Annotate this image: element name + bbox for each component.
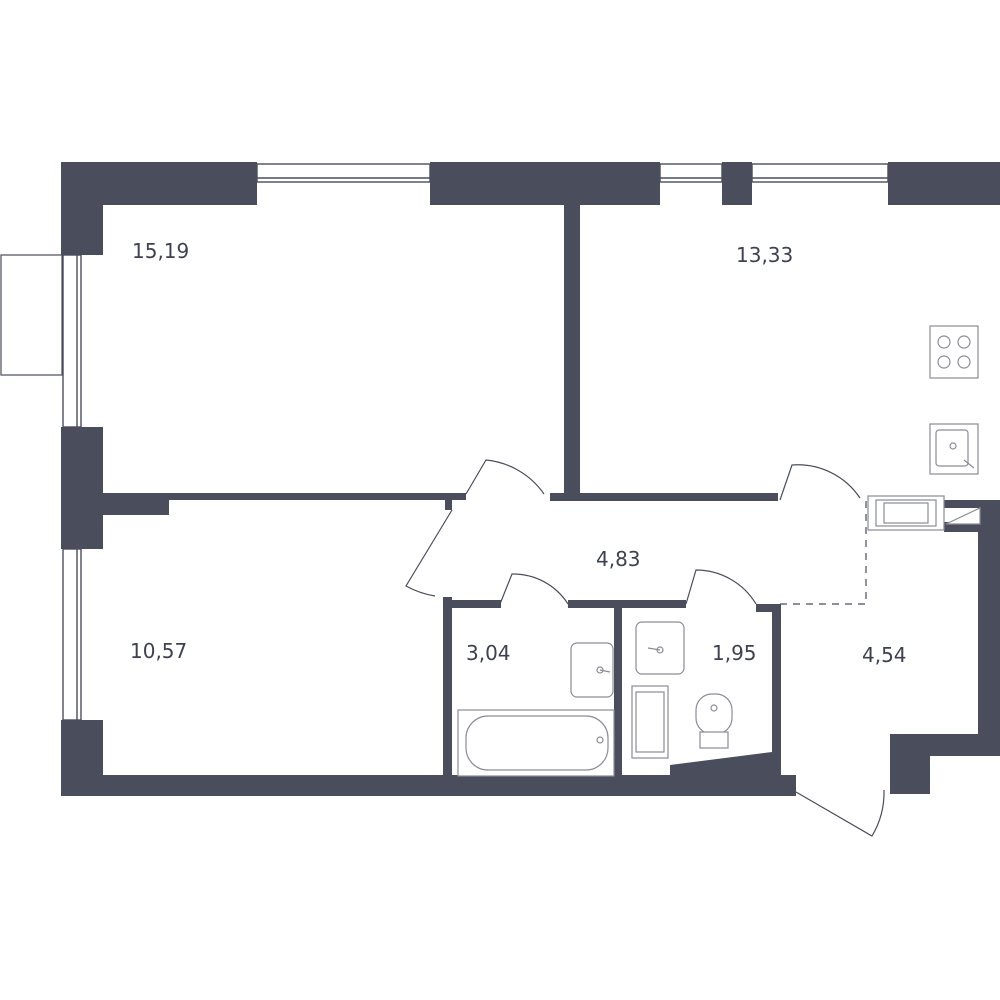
washbasin-icon-wc [635, 621, 685, 675]
wall-wc-top [756, 604, 781, 612]
kitchen-sink-icon [929, 423, 979, 475]
wall-bath-left [443, 597, 452, 777]
wall-left-top [61, 162, 103, 255]
wall-kitchen-bottom [550, 493, 778, 501]
wall-bath-top [443, 600, 501, 608]
area-labels: 15,19 13,33 4,83 10,57 3,04 1,95 4,54 [130, 239, 907, 667]
walls [61, 162, 1000, 796]
stove-icon [929, 325, 979, 379]
window-left-bottom [62, 548, 82, 721]
wall-bedroom-divider-thick [103, 493, 169, 515]
wall-hall-right [944, 522, 1000, 532]
wall-bath-top-2 [568, 600, 686, 608]
wall-top-right [888, 162, 1000, 205]
wall-right-corner [908, 734, 1000, 756]
washing-machine-icon [867, 495, 945, 531]
wall-wc-shaft [670, 752, 772, 776]
wall-bedroom-divider [103, 493, 466, 500]
windows [62, 163, 889, 721]
door-bedroom-2 [405, 509, 453, 597]
room-area-label-5: 3,04 [466, 641, 511, 665]
room-area-label-4: 10,57 [130, 639, 187, 663]
door-bath [499, 573, 569, 605]
room-area-label-3: 4,83 [596, 547, 641, 571]
washbasin-icon [570, 642, 614, 698]
room-area-label-1: 15,19 [132, 239, 189, 263]
fridge-icon [945, 507, 981, 525]
room-area-label-7: 4,54 [862, 643, 907, 667]
fixtures [457, 325, 981, 777]
wall-right [978, 500, 1000, 756]
wall-bottom [61, 775, 796, 796]
zone-boundary [780, 498, 867, 605]
door-kitchen [779, 464, 861, 501]
window-left-top [62, 254, 82, 428]
wall-wc-right [772, 604, 781, 776]
washing-machine-icon-2 [631, 685, 669, 759]
door-wc [685, 569, 757, 605]
window-top-left [256, 163, 431, 183]
wall-top-mid [430, 162, 660, 205]
wall-center-vertical [564, 205, 580, 501]
wall-right-step [890, 734, 930, 794]
door-entrance [795, 789, 885, 837]
balcony [0, 254, 63, 376]
window-top-mid [659, 163, 723, 183]
room-area-label-6: 1,95 [712, 641, 757, 665]
room-area-label-2: 13,33 [736, 243, 793, 267]
window-top-right [751, 163, 889, 183]
doors [405, 459, 885, 837]
door-bedroom-1 [465, 459, 545, 495]
toilet-icon [695, 693, 733, 749]
wall-kitchen-right-stub [944, 500, 1000, 508]
wall-left-mid [61, 427, 103, 549]
wall-bedroom-stub [445, 500, 452, 510]
bathtub-icon [457, 709, 615, 777]
wall-top-pillar [722, 162, 752, 205]
wall-bath-mid [614, 604, 622, 776]
